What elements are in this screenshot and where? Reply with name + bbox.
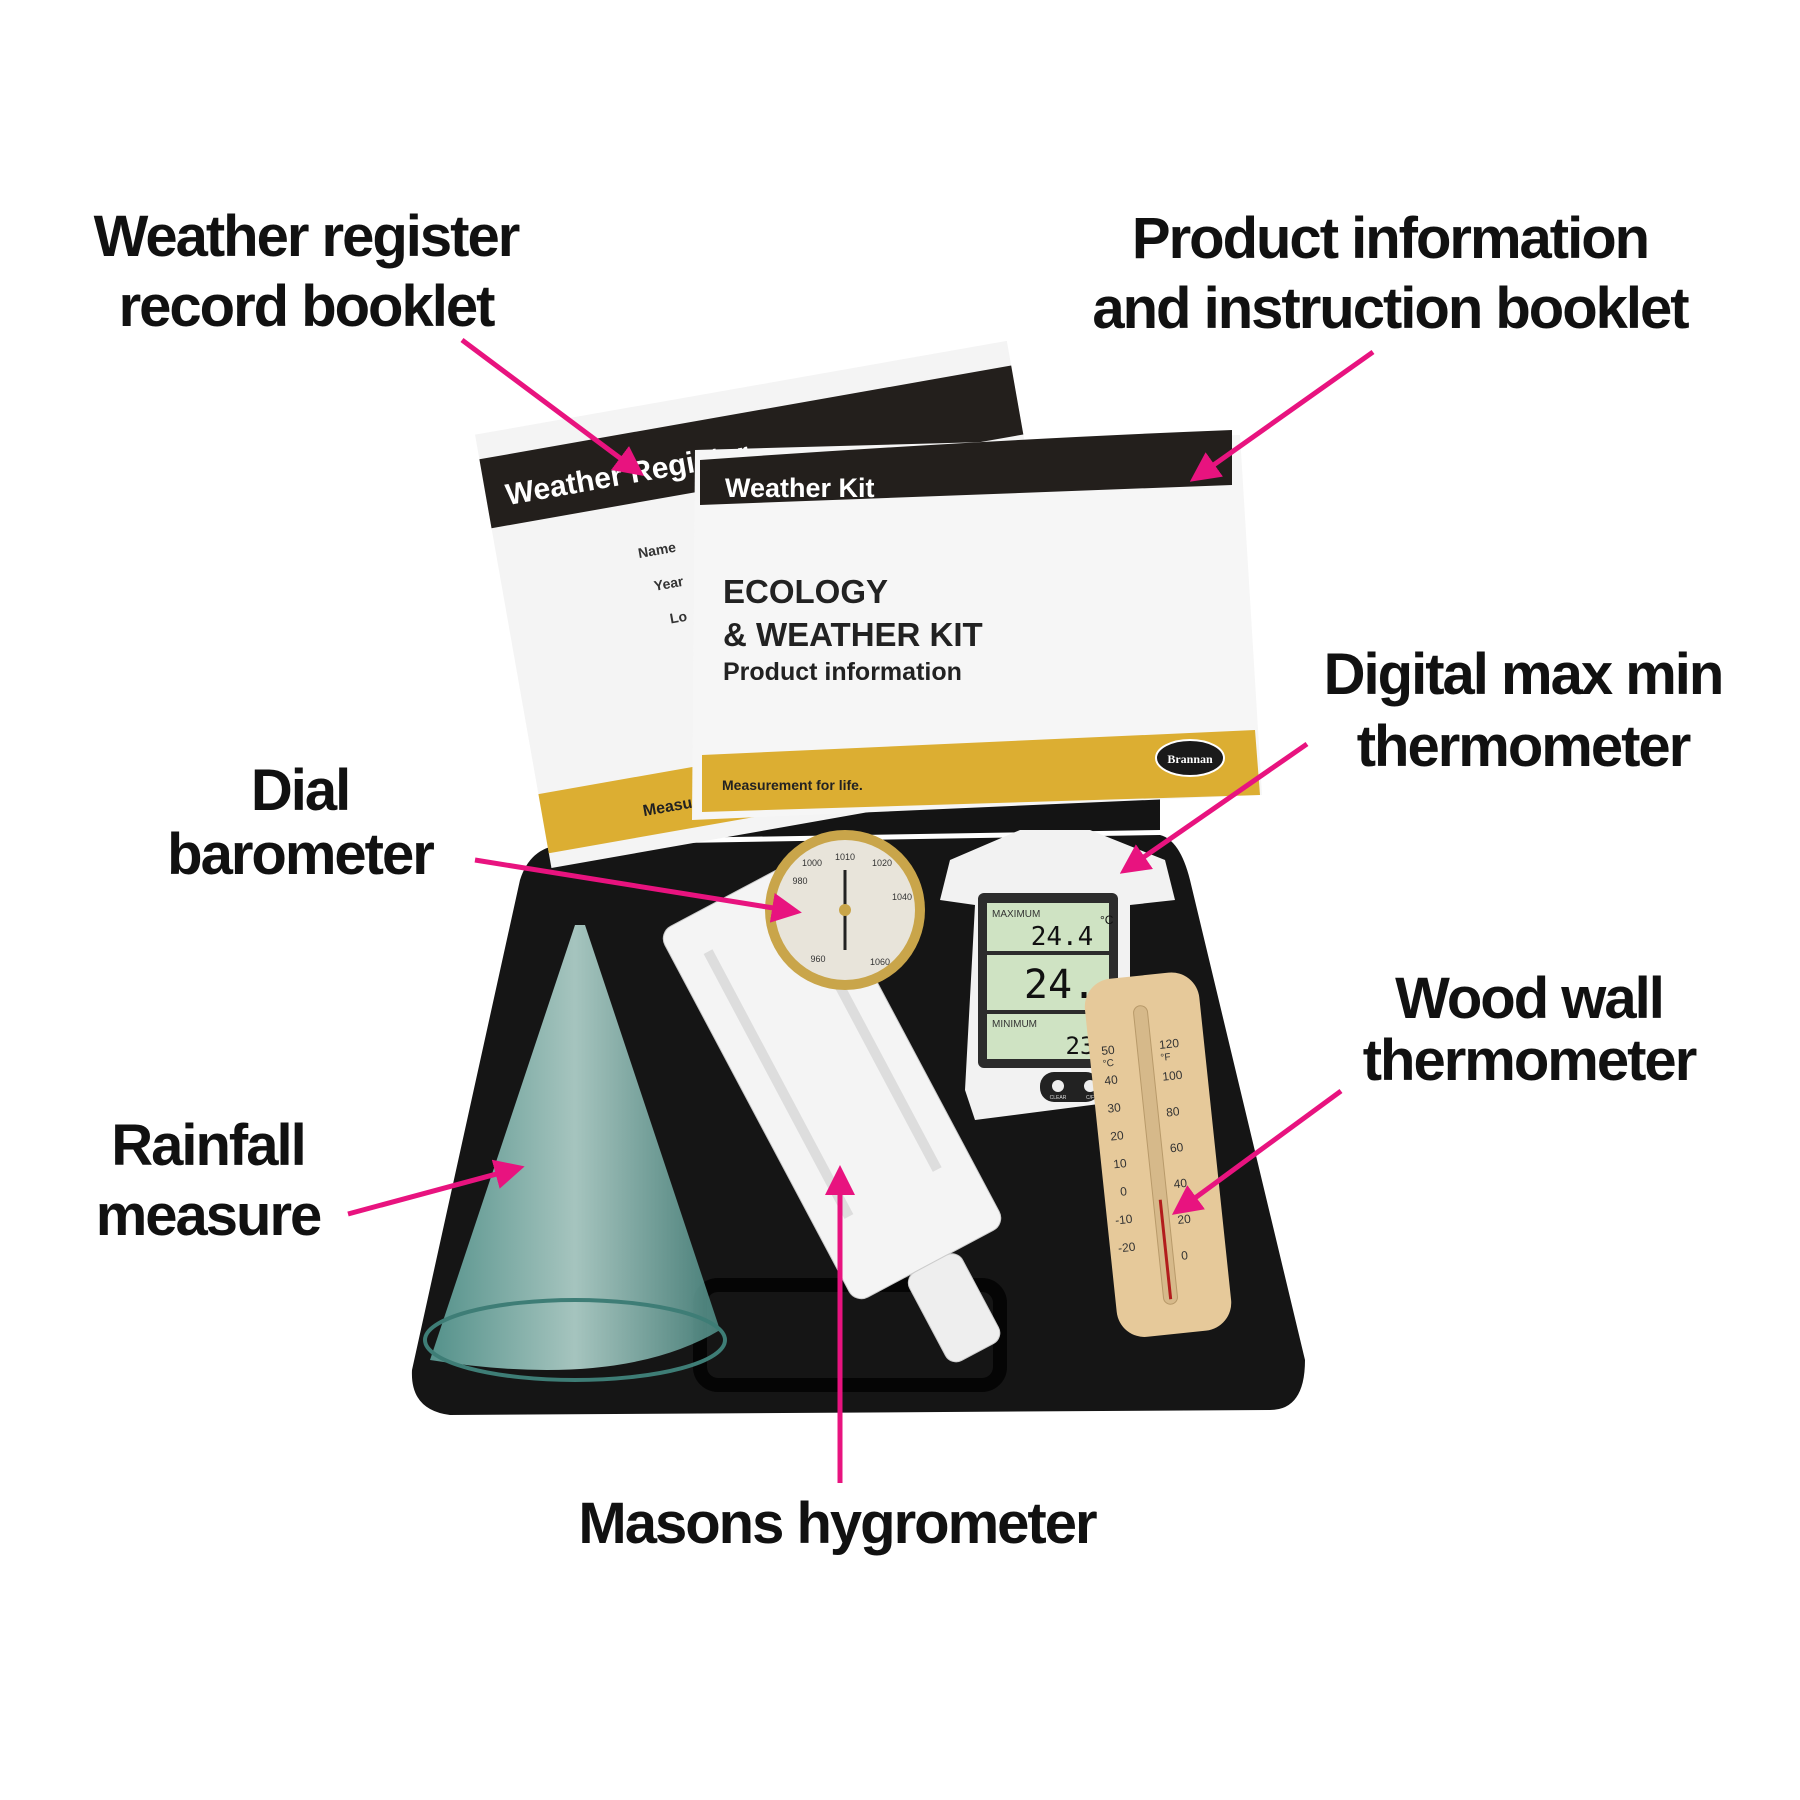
svg-text:1020: 1020 [872, 858, 892, 868]
svg-text:Product information: Product information [723, 658, 962, 686]
svg-text:20: 20 [1110, 1128, 1125, 1143]
svg-text:1000: 1000 [802, 858, 822, 868]
svg-text:100: 100 [1162, 1068, 1184, 1084]
svg-text:24.: 24. [1024, 962, 1096, 1008]
svg-text:-20: -20 [1117, 1240, 1136, 1256]
svg-text:30: 30 [1107, 1100, 1122, 1115]
rainfall-measure [423, 925, 727, 1382]
svg-text:MINIMUM: MINIMUM [992, 1019, 1037, 1030]
arrow-dial-barometer [474, 857, 802, 923]
svg-text:1010: 1010 [835, 852, 855, 862]
svg-text:20: 20 [1177, 1212, 1192, 1227]
svg-text:& WEATHER KIT: & WEATHER KIT [723, 616, 983, 653]
arrow-rainfall [347, 1159, 525, 1217]
svg-text:Name: Name [637, 539, 678, 561]
arrow-wood-thermometer [1171, 1088, 1343, 1215]
svg-text:°F: °F [1160, 1052, 1171, 1064]
svg-text:C/F: C/F [1086, 1095, 1094, 1101]
svg-text:Brannan: Brannan [1167, 752, 1213, 766]
svg-text:°C: °C [1100, 913, 1114, 927]
wood-wall-thermometer: 50 °C 40 30 20 10 0 -10 -20 120 °F 100 8… [1084, 972, 1232, 1337]
svg-text:-10: -10 [1114, 1212, 1133, 1228]
svg-text:MAXIMUM: MAXIMUM [992, 909, 1040, 920]
svg-text:CLEAR: CLEAR [1050, 1095, 1067, 1101]
svg-text:1060: 1060 [870, 957, 890, 967]
label-hygrometer: Masons hygrometer [578, 1491, 1097, 1556]
svg-text:0: 0 [1119, 1184, 1127, 1199]
svg-text:960: 960 [810, 954, 825, 964]
product-information-booklet: Weather Kit ECOLOGY & WEATHER KIT Produc… [692, 430, 1262, 820]
svg-text:Year: Year [653, 573, 685, 594]
svg-text:°C: °C [1102, 1058, 1114, 1070]
svg-text:0: 0 [1180, 1248, 1188, 1263]
svg-text:120: 120 [1158, 1036, 1180, 1052]
svg-text:1040: 1040 [892, 892, 912, 902]
dial-barometer: 1010 1000 1020 980 1040 960 1060 [765, 830, 925, 990]
svg-text:ECOLOGY: ECOLOGY [723, 573, 888, 610]
svg-text:24.4: 24.4 [1031, 922, 1094, 952]
svg-text:10: 10 [1113, 1156, 1128, 1171]
svg-text:Measurement for life.: Measurement for life. [722, 777, 863, 793]
svg-text:50: 50 [1101, 1043, 1116, 1058]
svg-text:Weather Kit: Weather Kit [725, 473, 875, 503]
arrow-weather-register [460, 337, 645, 476]
svg-text:40: 40 [1104, 1073, 1119, 1088]
svg-text:40: 40 [1173, 1176, 1188, 1191]
svg-text:80: 80 [1165, 1104, 1180, 1119]
svg-text:980: 980 [792, 876, 807, 886]
svg-text:Lo: Lo [669, 608, 689, 627]
svg-text:60: 60 [1169, 1140, 1184, 1155]
arrow-product-info [1189, 349, 1375, 482]
arrow-digital-thermometer [1119, 741, 1309, 874]
